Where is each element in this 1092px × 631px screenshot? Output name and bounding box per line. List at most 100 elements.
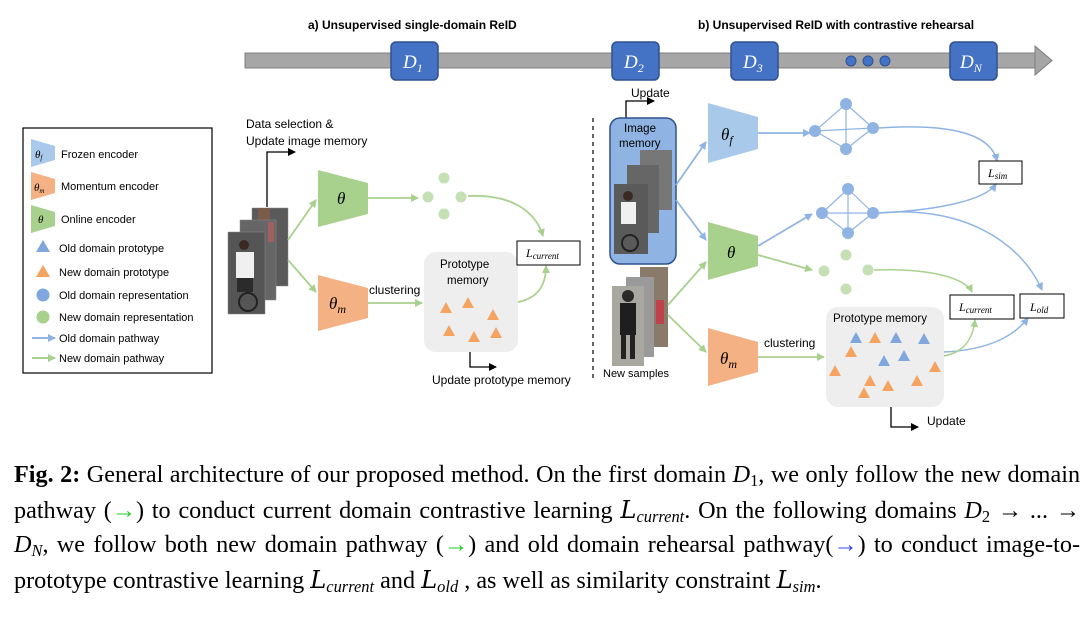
legend-momentum-encoder-icon: θm <box>31 172 55 200</box>
caption-l-current: L <box>620 495 637 524</box>
caption-l-old-sub: old <box>437 576 459 596</box>
left-new-representations <box>422 172 467 220</box>
left-loss-current-box: Lcurrent <box>516 240 581 266</box>
new-samples-label: New samples <box>603 368 670 380</box>
figure-caption: Fig. 2: General architecture of our prop… <box>14 458 1080 598</box>
loss-current-box: Lcurrent <box>949 294 1015 320</box>
svg-text:D1: D1 <box>402 52 423 75</box>
right-online-encoder: θ <box>708 222 758 280</box>
svg-text:DN: DN <box>959 52 983 75</box>
image-memory: Image memory <box>609 117 677 265</box>
caption-l-old: L <box>421 565 438 594</box>
caption-d1: D <box>732 461 751 488</box>
left-data-selection-line1: Data selection & <box>246 117 333 131</box>
right-old-representations-mid <box>816 183 879 239</box>
legend-old-prototype-icon <box>36 240 50 252</box>
left-update-prototype-arrow <box>469 352 497 371</box>
caption-l-current-2-sub: current <box>326 576 375 596</box>
right-update-bottom-arrow <box>890 407 919 431</box>
legend-frozen-encoder-label: Frozen encoder <box>61 149 138 161</box>
left-reps-to-loss-arrow <box>467 195 545 237</box>
svg-text:D3: D3 <box>742 52 763 75</box>
right-prototype-memory: Prototype memory <box>826 307 944 407</box>
svg-text:Image: Image <box>624 123 656 135</box>
right-old-graph-mid <box>821 188 874 234</box>
section-a-title: a) Unsupervised single-domain ReID <box>308 18 517 32</box>
right-new-representations <box>818 249 874 295</box>
left-prototype-memory: Prototype memory <box>424 252 518 352</box>
svg-text:Prototype memory: Prototype memory <box>833 313 927 325</box>
caption-l-current-sub: current <box>636 506 685 526</box>
right-update-label: Update <box>631 86 670 100</box>
domain-box-dn: DN <box>949 41 998 81</box>
svg-text:θ: θ <box>727 243 735 262</box>
caption-line3-tail: , we follow both new domain <box>42 531 338 558</box>
caption-green-arrow-1: → <box>111 496 136 524</box>
legend-online-encoder-label: Online encoder <box>61 214 136 226</box>
caption-d2: D <box>964 496 982 524</box>
svg-text:memory: memory <box>619 138 661 150</box>
mid-graph-to-sim-arrow <box>878 183 997 214</box>
caption-line4-b: ) and old domain rehearsal pathway( <box>468 531 834 558</box>
legend-new-representation-label: New domain representation <box>59 312 194 324</box>
caption-green-arrow-2: → <box>443 531 469 558</box>
right-online-to-reps-arrow <box>757 254 813 272</box>
right-pathway-arrows <box>667 141 707 353</box>
caption-line1: General architecture of our proposed met… <box>86 461 733 488</box>
caption-l-sim-sub: sim <box>792 576 816 596</box>
caption-blue-arrow: → <box>833 531 858 558</box>
caption-end: . <box>815 566 822 594</box>
legend-old-pathway-label: Old domain pathway <box>59 333 160 345</box>
svg-text:Prototype: Prototype <box>440 259 489 271</box>
caption-line3: . On the following domains <box>684 496 965 524</box>
domain-box-d3: D3 <box>730 41 779 81</box>
caption-d1-sub: 1 <box>750 471 759 491</box>
caption-line5-a: contrastive learning <box>112 566 311 594</box>
caption-dn: D <box>14 531 32 558</box>
section-b-title: b) Unsupervised ReID with contrastive re… <box>698 18 974 32</box>
memory-to-current-arrow <box>943 319 979 357</box>
loss-sim-box: Lsim <box>978 160 1023 185</box>
right-update-bottom-label: Update <box>927 414 966 428</box>
caption-line4-a: pathway ( <box>345 531 444 558</box>
top-graph-to-sim-arrow <box>878 126 1000 162</box>
legend-new-representation-icon <box>36 310 50 324</box>
right-clustering-label: clustering <box>764 336 815 350</box>
caption-line2-tail: ) to conduct current domain contrastive … <box>135 496 613 524</box>
svg-text:memory: memory <box>447 275 489 287</box>
svg-text:θ: θ <box>38 214 44 226</box>
caption-line2: follow the new domain pathway ( <box>14 461 1081 524</box>
left-data-selection-line2: Update image memory <box>246 134 367 148</box>
legend-old-representation-label: Old domain representation <box>59 290 189 302</box>
right-momentum-encoder: θm <box>708 328 758 386</box>
reps-to-current-arrow <box>873 268 973 293</box>
caption-fig-label: Fig. 2: <box>14 461 81 488</box>
legend-old-representation-icon <box>36 288 50 302</box>
mid-graph-to-old-arrow <box>878 211 1043 291</box>
domain-box-d1: D1 <box>390 41 439 81</box>
caption-l-sim: L <box>776 565 793 594</box>
left-new-pathway-arrows <box>287 199 317 293</box>
left-data-selection-arrow <box>266 148 296 207</box>
domain-box-d2: D2 <box>611 41 660 81</box>
right-update-arrow <box>625 97 655 120</box>
left-update-prototype-label: Update prototype memory <box>432 373 571 387</box>
svg-text:θf: θf <box>35 149 43 162</box>
caption-d2-sub: 2 <box>981 506 991 526</box>
legend-new-prototype-icon <box>36 265 50 277</box>
legend-frozen-encoder-icon: θf <box>31 139 55 167</box>
new-samples-images <box>612 267 668 366</box>
caption-line5-b: and <box>374 566 422 594</box>
caption-line4-c: ) to conduct image-to-prototype <box>14 531 1081 594</box>
legend-old-prototype-label: Old domain prototype <box>59 243 164 255</box>
left-clustering-label: clustering <box>369 283 420 297</box>
left-memory-to-loss-arrow <box>517 265 550 303</box>
right-old-representations-top <box>809 98 879 155</box>
left-image-stack <box>227 207 289 315</box>
architecture-diagram: a) Unsupervised single-domain ReID b) Un… <box>22 18 1065 431</box>
caption-line3-mid: → ... → <box>990 496 1081 524</box>
left-online-encoder: θ <box>318 170 368 227</box>
right-online-to-graph-arrow <box>757 213 813 247</box>
loss-old-box: Lold <box>1019 293 1065 319</box>
memory-to-old-arrow <box>943 317 1029 353</box>
